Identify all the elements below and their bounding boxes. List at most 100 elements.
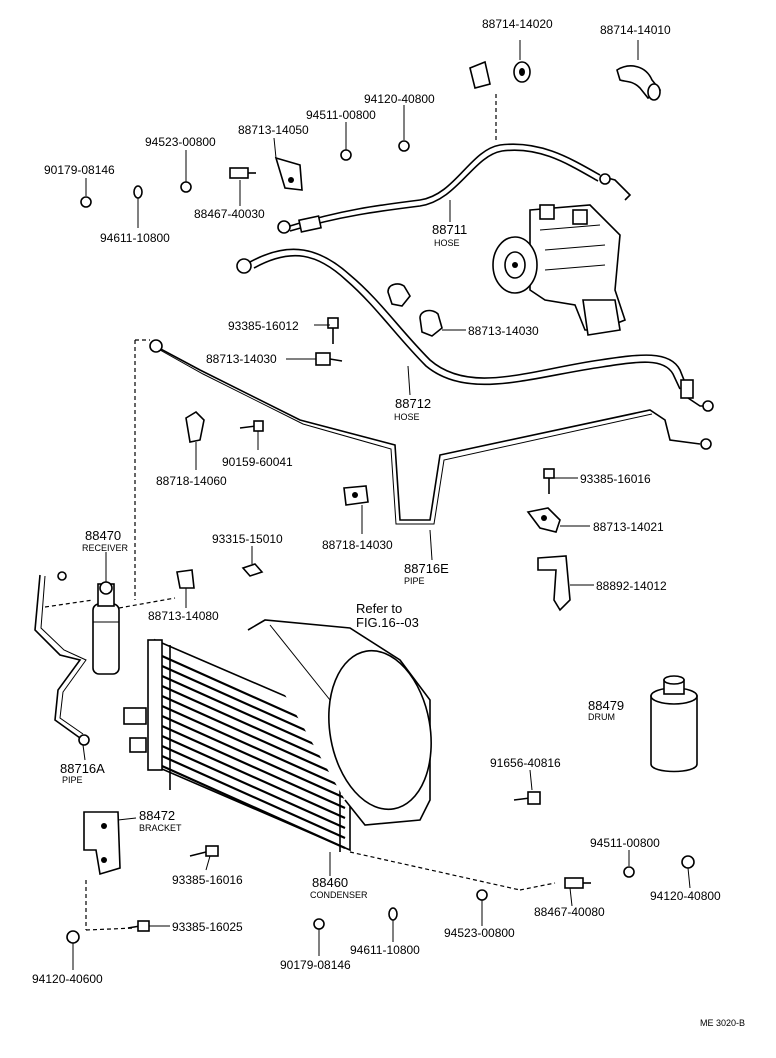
label-93315-15010: 93315-15010 (212, 532, 283, 546)
label-93385-16012: 93385-16012 (228, 319, 299, 333)
bolt-93385-16012 (327, 317, 339, 344)
bracket-88472 (83, 811, 121, 876)
label-94611-10800-top: 94611-10800 (100, 231, 170, 245)
condenser-tube (161, 724, 346, 810)
washer-94611-10800-bot (388, 907, 398, 921)
condenser-tube (161, 694, 346, 780)
nut-90179-08146-bot (313, 918, 325, 930)
bracket-88718-14030 (343, 485, 369, 506)
label-88470-name: RECEIVER (82, 543, 129, 553)
nut-94120-40800-top (398, 140, 410, 152)
label-88479: 88479 (588, 698, 624, 713)
part-labels: 88714-14020 88714-14010 94120-40800 9451… (32, 17, 745, 1028)
label-94523-00800-top: 94523-00800 (145, 135, 216, 149)
label-88713-14050: 88713-14050 (238, 123, 309, 137)
valve-88467-40030 (229, 167, 256, 179)
condenser-tube (161, 714, 346, 800)
bracket-88718-14060 (185, 410, 205, 443)
label-88892-14012: 88892-14012 (596, 579, 667, 593)
leader-lines (44, 40, 691, 970)
label-91656-40816: 91656-40816 (490, 756, 561, 770)
compressor (492, 204, 626, 336)
condenser-tube (161, 734, 346, 820)
bolt-93385-16016-bot (189, 845, 219, 857)
clamp-88713-14030-upper (387, 283, 443, 337)
nut-94120-40800-bot (681, 855, 695, 869)
pipe-88716e (149, 339, 712, 525)
condenser-tube (161, 684, 346, 770)
label-93385-16025: 93385-16025 (172, 920, 243, 934)
label-88467-40030: 88467-40030 (194, 207, 265, 221)
label-88714-14020: 88714-14020 (482, 17, 553, 31)
bolt-93385-16016-right (543, 468, 555, 494)
receiver-88470 (92, 581, 120, 675)
figure-code: ME 3020-B (700, 1018, 745, 1028)
label-94611-10800-bot: 94611-10800 (350, 943, 420, 957)
clamp-88713-14030-left (315, 352, 343, 366)
label-90179-08146-bot: 90179-08146 (280, 958, 351, 972)
label-88716e: 88716E (404, 561, 449, 576)
label-88718-14030: 88718-14030 (322, 538, 393, 552)
label-88718-14060: 88718-14060 (156, 474, 227, 488)
hose-88711 (277, 143, 632, 234)
label-88479-name: DRUM (588, 712, 615, 722)
nut-94523-00800-bot (476, 889, 488, 901)
label-88712-name: HOSE (394, 412, 420, 422)
label-refer-line2: FIG.16--03 (356, 615, 419, 630)
hose-88712 (236, 248, 714, 412)
bolt-91656-40816 (513, 791, 541, 805)
bolt-93385-16025 (127, 920, 150, 932)
nut-94511-00800-bot (623, 866, 635, 878)
label-88713-14030-right: 88713-14030 (468, 324, 539, 338)
nut-90179-08146-top (80, 196, 92, 208)
label-94523-00800-bot: 94523-00800 (444, 926, 515, 940)
hose-88714-14010 (616, 65, 662, 101)
drum-88479 (650, 675, 698, 773)
label-93385-16016-bot: 93385-16016 (172, 873, 243, 887)
label-94120-40800-bot: 94120-40800 (650, 889, 721, 903)
label-94120-40800-top: 94120-40800 (364, 92, 435, 106)
label-88711: 88711 (432, 222, 467, 237)
label-88472-name: BRACKET (139, 823, 182, 833)
label-94511-00800-top: 94511-00800 (306, 108, 376, 122)
label-88472: 88472 (139, 808, 175, 823)
label-88713-14080: 88713-14080 (148, 609, 219, 623)
clamp-88714-14020 (469, 60, 531, 89)
label-94511-00800-bot: 94511-00800 (590, 836, 660, 850)
label-94120-40600: 94120-40600 (32, 972, 103, 986)
condenser-tube (161, 704, 346, 790)
bolt-93315-15010 (241, 563, 264, 577)
label-88716a: 88716A (60, 761, 105, 776)
label-88713-14030-left: 88713-14030 (206, 352, 277, 366)
pipe-88716a (34, 571, 90, 746)
label-88711-name: HOSE (434, 238, 460, 248)
label-refer-line1: Refer to (356, 601, 402, 616)
condenser-tube (161, 754, 346, 840)
nut-94523-00800-top (180, 181, 192, 193)
label-88716a-name: PIPE (62, 775, 83, 785)
clamp-88713-14021 (526, 507, 561, 533)
label-88716e-name: PIPE (404, 576, 425, 586)
label-88714-14010: 88714-14010 (600, 23, 671, 37)
nut-94120-40600 (66, 930, 80, 944)
label-88470: 88470 (85, 528, 121, 543)
fan-shroud (247, 619, 432, 826)
label-90179-08146-top: 90179-08146 (44, 163, 115, 177)
bracket-88892-14012 (537, 555, 571, 612)
label-88467-40080: 88467-40080 (534, 905, 605, 919)
bracket-88713-14080 (176, 569, 195, 589)
label-88713-14021: 88713-14021 (593, 520, 664, 534)
label-88460-name: CONDENSER (310, 890, 368, 900)
nut-94511-00800-top (340, 149, 352, 161)
bolt-90159-60041 (239, 420, 264, 432)
condenser-tube (161, 764, 346, 850)
valve-88467-40080 (564, 877, 591, 889)
label-90159-60041: 90159-60041 (222, 455, 293, 469)
condenser-tube (161, 744, 346, 830)
label-93385-16016-right: 93385-16016 (580, 472, 651, 486)
bracket-88713-14050 (274, 156, 303, 191)
label-88460: 88460 (312, 875, 348, 890)
washer-94611-10800-top (133, 185, 143, 199)
label-88712: 88712 (395, 396, 431, 411)
